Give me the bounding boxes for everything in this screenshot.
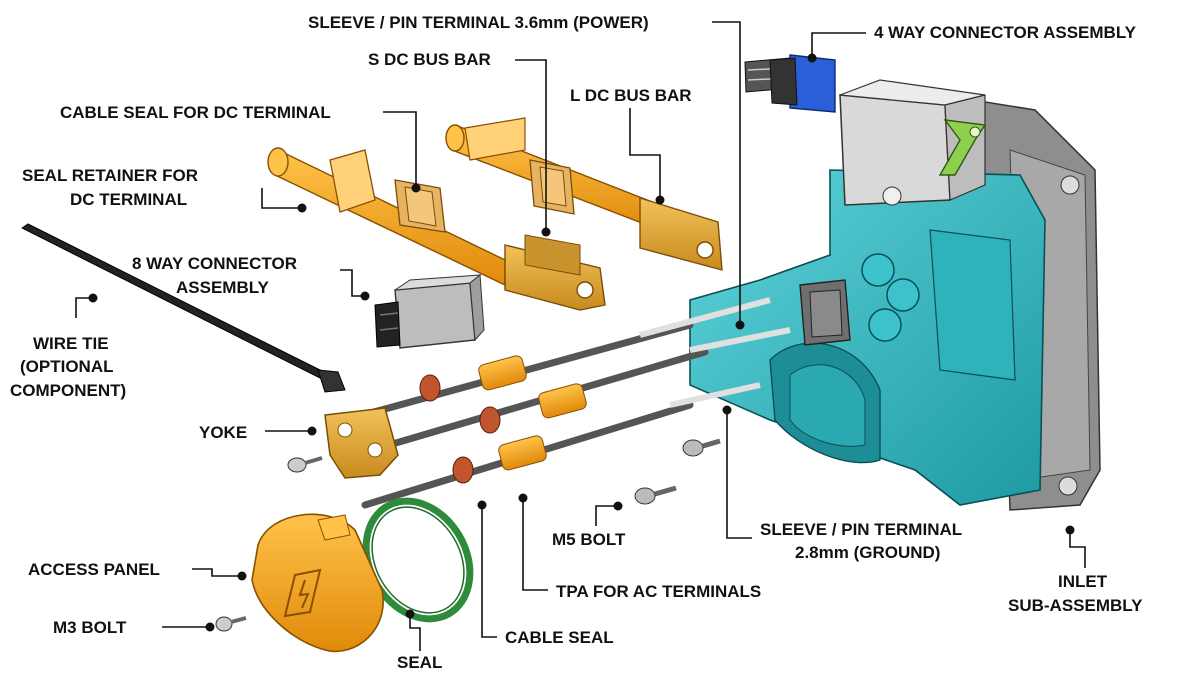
ac-cables-illustration <box>341 297 791 509</box>
leader-sleeve-ground <box>726 410 752 539</box>
leader-eight-way <box>340 269 365 297</box>
wire-tie-illustration <box>21 223 346 393</box>
leader-four-way <box>811 32 866 58</box>
label-m3-bolt: M3 BOLT <box>53 618 127 637</box>
leader-s-dc-bus-bar <box>515 59 547 232</box>
yoke-illustration <box>324 407 399 479</box>
access-panel-illustration <box>251 513 384 653</box>
leader-l-dc-bus-bar <box>629 108 661 200</box>
label-sleeve-ground-line2: 2.8mm (GROUND) <box>795 543 940 562</box>
eight-way-connector-illustration <box>374 274 485 349</box>
leader-cable-seal <box>481 505 497 638</box>
label-m5-bolt: M5 BOLT <box>552 530 626 549</box>
leader-lines <box>75 21 1086 651</box>
label-inlet-line1: INLET <box>1058 572 1108 591</box>
leader-seal <box>409 614 421 651</box>
label-cable-seal: CABLE SEAL <box>505 628 614 647</box>
label-seal-retainer-line2: DC TERMINAL <box>70 190 187 209</box>
label-inlet-line2: SUB-ASSEMBLY <box>1008 596 1143 615</box>
label-tpa: TPA FOR AC TERMINALS <box>556 582 761 601</box>
label-access-panel: ACCESS PANEL <box>28 560 160 579</box>
leader-seal-retainer <box>261 188 302 209</box>
label-wire-tie-line3: COMPONENT) <box>10 381 126 400</box>
leader-wire-tie <box>75 297 93 318</box>
label-sleeve-power: SLEEVE / PIN TERMINAL 3.6mm (POWER) <box>308 13 649 32</box>
inlet-sub-assembly-illustration <box>689 79 1101 511</box>
label-cable-seal-dc: CABLE SEAL FOR DC TERMINAL <box>60 103 331 122</box>
dc-bus-bars-illustration <box>267 117 723 311</box>
label-eight-way-line1: 8 WAY CONNECTOR <box>132 254 297 273</box>
label-seal-retainer-line1: SEAL RETAINER FOR <box>22 166 198 185</box>
callout-labels: SLEEVE / PIN TERMINAL 3.6mm (POWER) 4 WA… <box>10 13 1143 672</box>
four-way-connector-illustration <box>744 54 836 113</box>
label-seal: SEAL <box>397 653 442 672</box>
leader-tpa <box>522 498 548 591</box>
label-s-dc-bus-bar: S DC BUS BAR <box>368 50 491 69</box>
label-l-dc-bus-bar: L DC BUS BAR <box>570 86 692 105</box>
label-eight-way-line2: ASSEMBLY <box>176 278 270 297</box>
label-wire-tie-line1: WIRE TIE <box>33 334 109 353</box>
bolts-illustration <box>215 438 721 632</box>
leader-sleeve-power <box>712 21 741 325</box>
leader-inlet <box>1069 530 1086 568</box>
label-four-way: 4 WAY CONNECTOR ASSEMBLY <box>874 23 1137 42</box>
leader-cable-seal-dc <box>383 111 417 188</box>
leader-access-panel <box>192 568 242 577</box>
label-wire-tie-line2: (OPTIONAL <box>20 357 114 376</box>
label-yoke: YOKE <box>199 423 247 442</box>
leader-m5-bolt <box>595 505 618 526</box>
label-sleeve-ground-line1: SLEEVE / PIN TERMINAL <box>760 520 962 539</box>
